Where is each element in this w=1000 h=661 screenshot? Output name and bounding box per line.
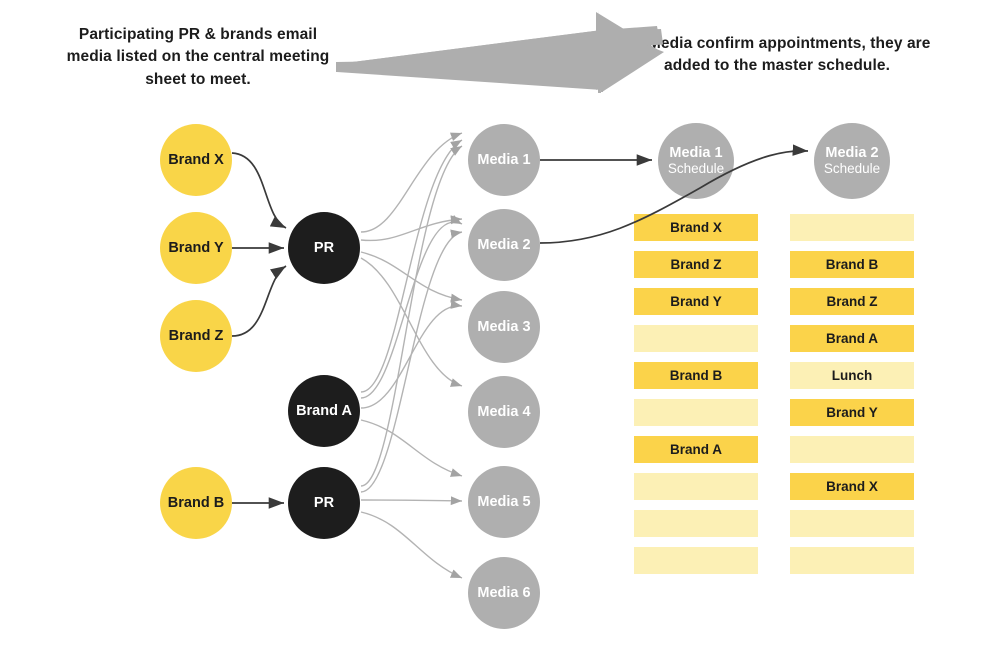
slot-label: Brand Z	[826, 294, 878, 309]
slot-label: Brand A	[825, 331, 878, 346]
slot-label: Brand X	[670, 220, 722, 235]
node-brand-z-label: Brand Z	[168, 327, 224, 344]
schedule-2-slot-2-brand-b[interactable]: Brand B	[790, 251, 914, 278]
schedule-2-slot-8-brand-x[interactable]: Brand X	[790, 473, 914, 500]
schedule-1-slot-2-brand-z[interactable]: Brand Z	[634, 251, 758, 278]
node-media-1-schedule-sublabel: Schedule	[667, 161, 725, 177]
slot-label: Lunch	[831, 368, 873, 383]
node-media-2-label: Media 2	[477, 236, 531, 253]
node-brand-b[interactable]: Brand B	[160, 467, 232, 539]
schedule-1-slot-6-empty[interactable]	[634, 399, 758, 426]
node-media-2-schedule-label: Media 2	[825, 144, 879, 161]
slot-label: Brand A	[669, 442, 722, 457]
schedule-2-slot-4-brand-a[interactable]: Brand A	[790, 325, 914, 352]
node-brand-a[interactable]: Brand A	[288, 375, 360, 447]
node-media-1-schedule-label: Media 1	[669, 144, 723, 161]
schedule-1-slot-10-empty[interactable]	[634, 547, 758, 574]
node-pr-1-label: PR	[313, 239, 335, 256]
node-brand-a-label: Brand A	[296, 402, 352, 419]
schedule-2-slot-6-brand-y[interactable]: Brand Y	[790, 399, 914, 426]
node-brand-y-label: Brand Y	[168, 239, 224, 256]
caption-right: As Media confirm appointments, they are …	[623, 35, 931, 75]
node-media-6[interactable]: Media 6	[468, 557, 540, 629]
slot-label: Brand B	[825, 257, 879, 272]
schedule-1-slot-1-brand-x[interactable]: Brand X	[634, 214, 758, 241]
node-brand-z[interactable]: Brand Z	[160, 300, 232, 372]
pr-to-media-edges	[360, 132, 463, 579]
slot-label: Brand Z	[670, 257, 722, 272]
node-brand-x-label: Brand X	[168, 151, 224, 168]
schedule-2-slot-10-empty[interactable]	[790, 547, 914, 574]
schedule-1-slot-8-empty[interactable]	[634, 473, 758, 500]
slot-label: Brand Y	[670, 294, 722, 309]
slot-label: Brand Y	[826, 405, 878, 420]
schedule-2-slot-1-empty[interactable]	[790, 214, 914, 241]
schedule-2-slot-9-empty[interactable]	[790, 510, 914, 537]
schedule-2-slot-3-brand-z[interactable]: Brand Z	[790, 288, 914, 315]
node-media-3[interactable]: Media 3	[468, 291, 540, 363]
node-media-2-schedule-sublabel: Schedule	[823, 161, 881, 177]
node-pr-1[interactable]: PR	[288, 212, 360, 284]
schedule-2-slot-7-empty[interactable]	[790, 436, 914, 463]
node-media-1-label: Media 1	[477, 151, 531, 168]
node-media-1[interactable]: Media 1	[468, 124, 540, 196]
slot-label: Brand X	[826, 479, 878, 494]
schedule-1-slot-9-empty[interactable]	[634, 510, 758, 537]
node-pr-2[interactable]: PR	[288, 467, 360, 539]
node-media-4[interactable]: Media 4	[468, 376, 540, 448]
node-brand-x[interactable]: Brand X	[160, 124, 232, 196]
schedule-1-slot-7-brand-a[interactable]: Brand A	[634, 436, 758, 463]
process-flow-arrow	[336, 10, 664, 93]
node-pr-2-label: PR	[313, 494, 335, 511]
schedule-1-slot-4-empty[interactable]	[634, 325, 758, 352]
node-media-4-label: Media 4	[477, 403, 531, 420]
node-brand-b-label: Brand B	[167, 494, 225, 511]
node-media-3-label: Media 3	[477, 318, 531, 335]
node-brand-y[interactable]: Brand Y	[160, 212, 232, 284]
slot-label: Brand B	[669, 368, 723, 383]
node-media-5[interactable]: Media 5	[468, 466, 540, 538]
schedule-1-slot-3-brand-y[interactable]: Brand Y	[634, 288, 758, 315]
caption-left: Participating PR & brands email media li…	[66, 26, 330, 88]
node-media-2[interactable]: Media 2	[468, 209, 540, 281]
schedule-2-slot-5-lunch[interactable]: Lunch	[790, 362, 914, 389]
node-media-6-label: Media 6	[477, 584, 531, 601]
node-media-5-label: Media 5	[477, 493, 531, 510]
schedule-1-slot-5-brand-b[interactable]: Brand B	[634, 362, 758, 389]
